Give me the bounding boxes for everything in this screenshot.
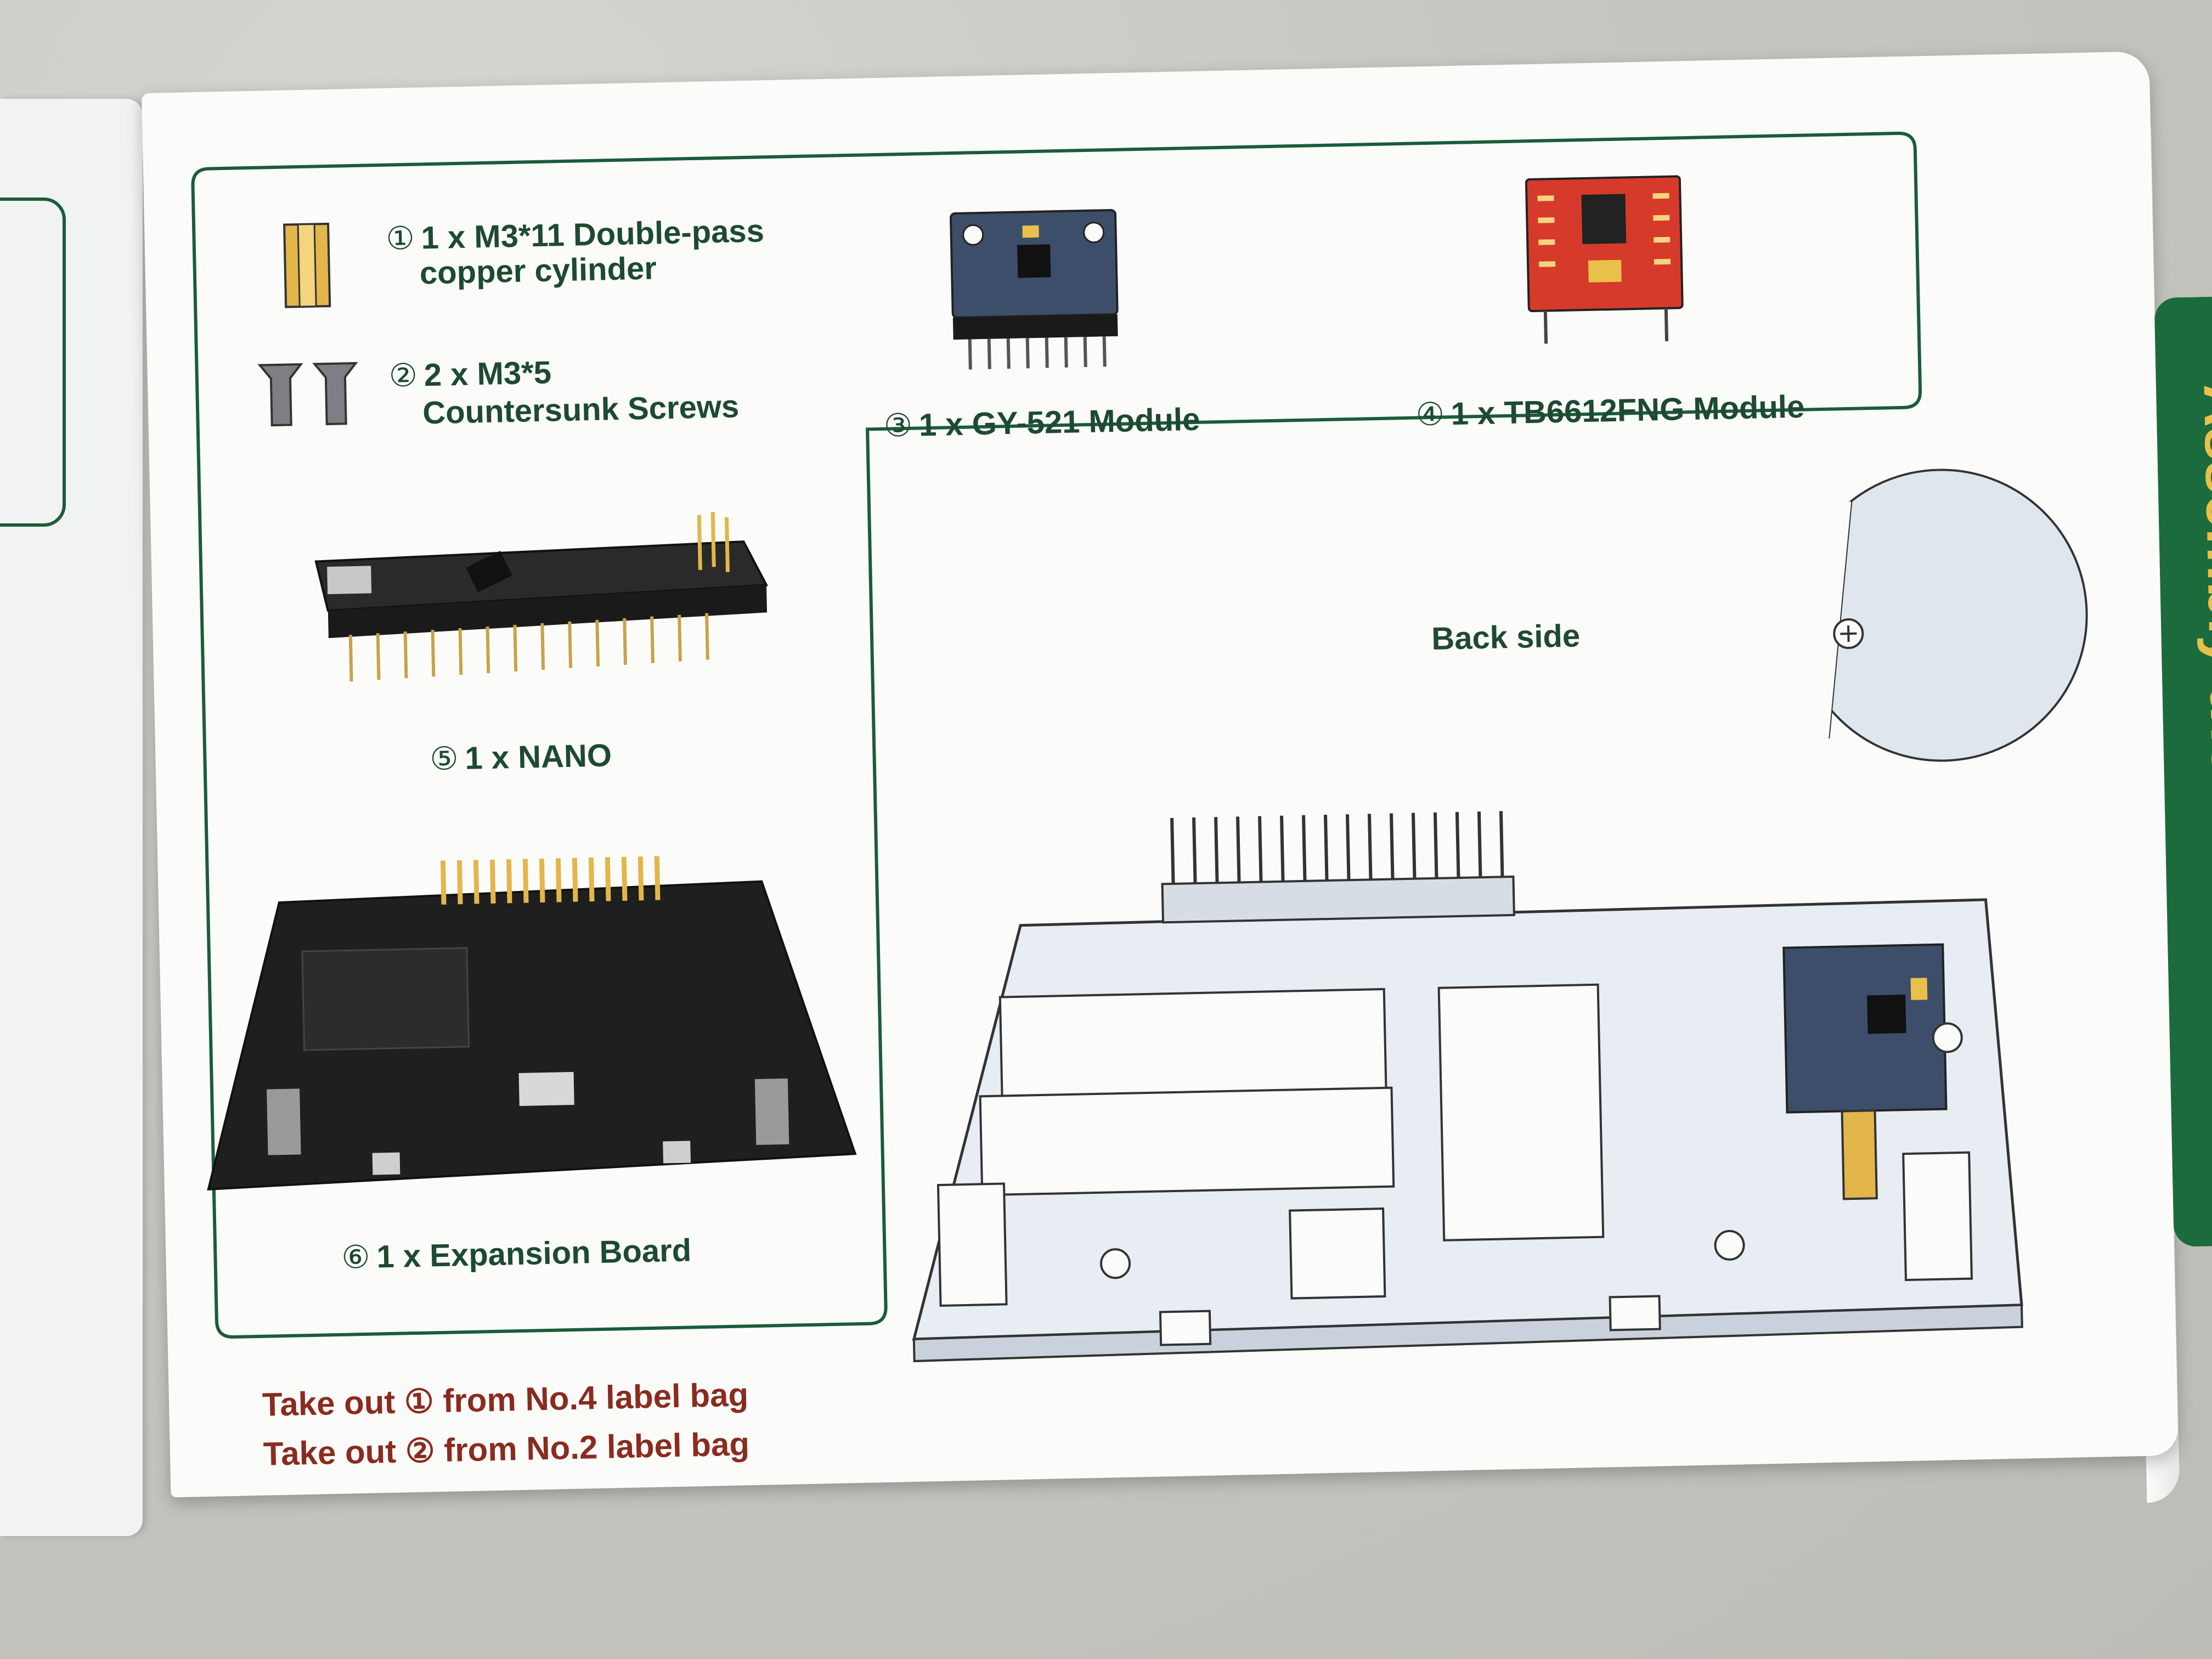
screw-icon (257, 358, 363, 434)
left-page (0, 99, 143, 1536)
parts-frame (191, 131, 1922, 1339)
expansion-board-icon (190, 847, 867, 1214)
section-title: Assembly the circuit board (2191, 383, 2212, 1159)
assembly-diagram-icon (879, 447, 2160, 1408)
gy521-module-icon (945, 205, 1124, 376)
part-2-label-line2: Countersunk Screws (422, 388, 740, 431)
section-frames (191, 131, 1922, 1339)
left-page-tab (0, 198, 66, 527)
copper-cylinder-icon (281, 221, 332, 313)
tb6612-module-icon (1521, 171, 1689, 352)
back-side-label: Back side (1431, 618, 1581, 657)
part-1-label-line2: copper cylinder (419, 250, 657, 291)
nano-board-icon (304, 508, 780, 702)
